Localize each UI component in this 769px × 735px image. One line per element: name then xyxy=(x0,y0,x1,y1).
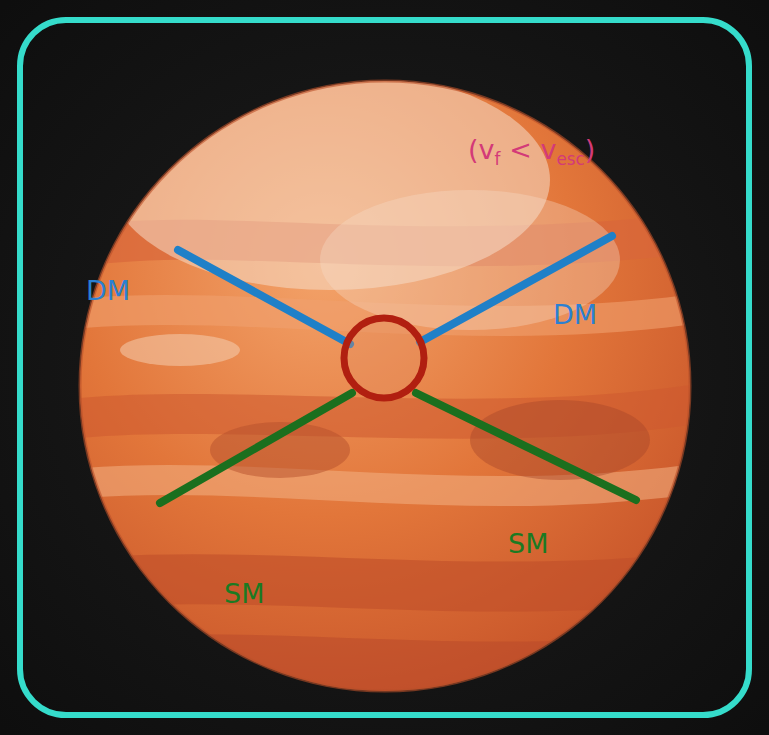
dm-line xyxy=(178,250,350,344)
frame xyxy=(20,20,749,715)
sm-label: SM xyxy=(224,580,264,607)
sm-line xyxy=(416,393,636,500)
subscript: esc xyxy=(557,151,585,168)
subscript: f xyxy=(495,151,501,168)
feynman-vertex xyxy=(160,236,636,503)
dm-line xyxy=(420,236,612,342)
velocity-condition: (vf < vesc) xyxy=(468,136,595,168)
sm-line xyxy=(160,393,352,503)
velocity-text: ) xyxy=(585,136,596,163)
velocity-text: (v xyxy=(468,136,495,163)
velocity-text: < v xyxy=(509,136,556,163)
planet-bands xyxy=(60,70,720,720)
sm-label: SM xyxy=(508,530,548,557)
dm-label: DM xyxy=(553,301,597,328)
interaction-circle xyxy=(344,318,424,398)
dm-label: DM xyxy=(86,277,130,304)
